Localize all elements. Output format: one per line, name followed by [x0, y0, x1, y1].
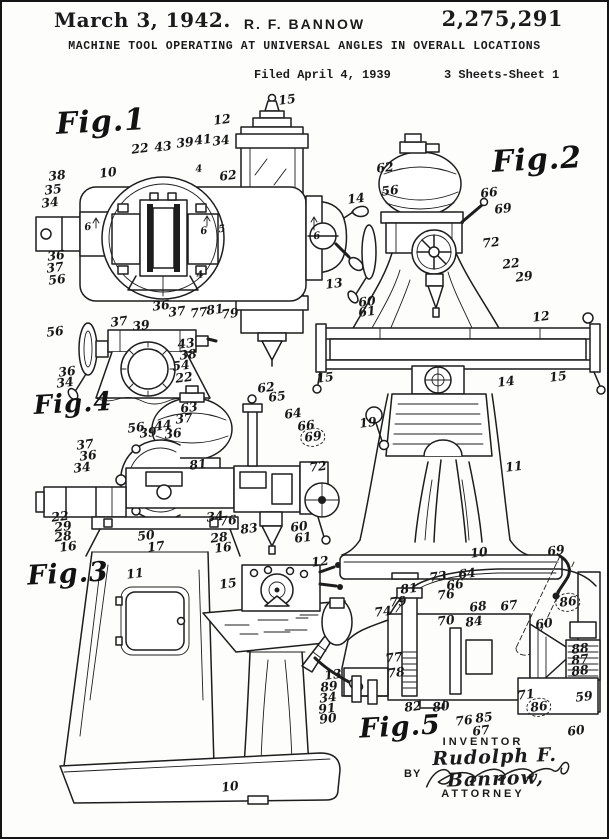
patent-date: March 3, 1942. [54, 8, 231, 32]
by-label: BY [404, 768, 422, 780]
fig3-drawing [59, 551, 364, 805]
attorney-caption: ATTORNEY [441, 788, 525, 800]
inventor-name: R. F. BANNOW [243, 16, 366, 32]
sheet-number: 3 Sheets-Sheet 1 [444, 68, 560, 82]
filing-date: Filed April 4, 1939 [254, 68, 391, 82]
fig4-drawing [67, 322, 218, 406]
patent-title: MACHINE TOOL OPERATING AT UNIVERSAL ANGL… [68, 40, 541, 53]
fig2-drawing [312, 133, 606, 600]
inventor-caption: INVENTOR [442, 736, 524, 748]
fig5-drawing [341, 555, 601, 715]
fig3-head-drawing [35, 385, 340, 557]
fig1-drawing [35, 93, 369, 367]
patent-number: 2,275,291 [441, 6, 563, 31]
attorney-signature [425, 761, 570, 788]
